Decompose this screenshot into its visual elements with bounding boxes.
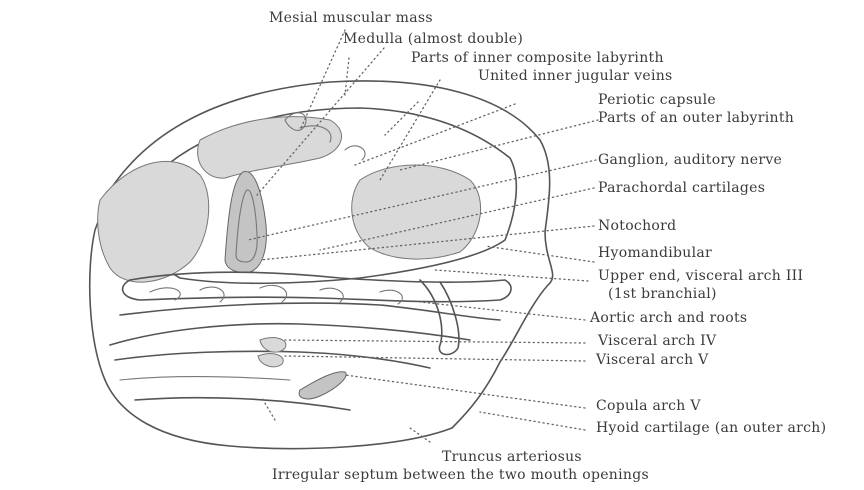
- leader-visceral-v: [285, 356, 585, 361]
- leader-copula: [345, 375, 585, 408]
- label-mesial-mass: Mesial muscular mass: [269, 10, 433, 26]
- label-periotic-capsule: Periotic capsule: [598, 92, 716, 108]
- parachordal-band: [123, 272, 511, 301]
- label-outer-labyrinth: Parts of an outer labyrinth: [598, 110, 794, 126]
- leader-jugular-2: [385, 102, 418, 135]
- leader-hyomandibular: [485, 246, 594, 262]
- left-lobe: [98, 161, 209, 282]
- label-hyoid: Hyoid cartilage (an outer arch): [596, 420, 826, 436]
- label-medulla: Medulla (almost double): [343, 31, 523, 47]
- leader-visceral-iii: [435, 270, 588, 281]
- label-visceral-iii: Upper end, visceral arch III: [598, 268, 803, 284]
- hyoid: [135, 398, 350, 410]
- hyomandibular-arch: [420, 280, 459, 354]
- visceral-arch-v: [258, 354, 283, 367]
- label-hyomandibular: Hyomandibular: [598, 245, 712, 261]
- lower-arch-2: [110, 324, 470, 345]
- central-arch: [225, 172, 266, 273]
- visceral-loops: [150, 285, 402, 304]
- label-notochord: Notochord: [598, 218, 676, 234]
- leader-aortic: [420, 302, 585, 320]
- visceral-arch-iv: [260, 338, 286, 353]
- leader-periotic: [355, 104, 515, 165]
- leader-outer-labyrinth: [400, 120, 598, 170]
- leader-hyoid: [480, 412, 585, 430]
- label-aortic: Aortic arch and roots: [590, 310, 747, 326]
- label-copula: Copula arch V: [596, 398, 701, 414]
- label-parachordal: Parachordal cartilages: [598, 180, 765, 196]
- label-septum: Irregular septum between the two mouth o…: [272, 467, 649, 483]
- label-ganglion: Ganglion, auditory nerve: [598, 152, 782, 168]
- label-first-branchial: (1st branchial): [608, 286, 717, 302]
- copula: [299, 372, 346, 399]
- label-inner-labyrinth: Parts of inner composite labyrinth: [411, 50, 664, 66]
- leader-mesial: [300, 30, 345, 130]
- label-jugular-veins: United inner jugular veins: [478, 68, 673, 84]
- upper-lobe: [198, 117, 342, 179]
- leader-visceral-iv: [285, 340, 585, 343]
- mouth-septum: [120, 377, 290, 380]
- label-truncus: Truncus arteriosus: [442, 449, 582, 465]
- label-visceral-v: Visceral arch V: [596, 352, 709, 368]
- label-visceral-iv: Visceral arch IV: [598, 333, 716, 349]
- lower-arch-1: [120, 303, 500, 320]
